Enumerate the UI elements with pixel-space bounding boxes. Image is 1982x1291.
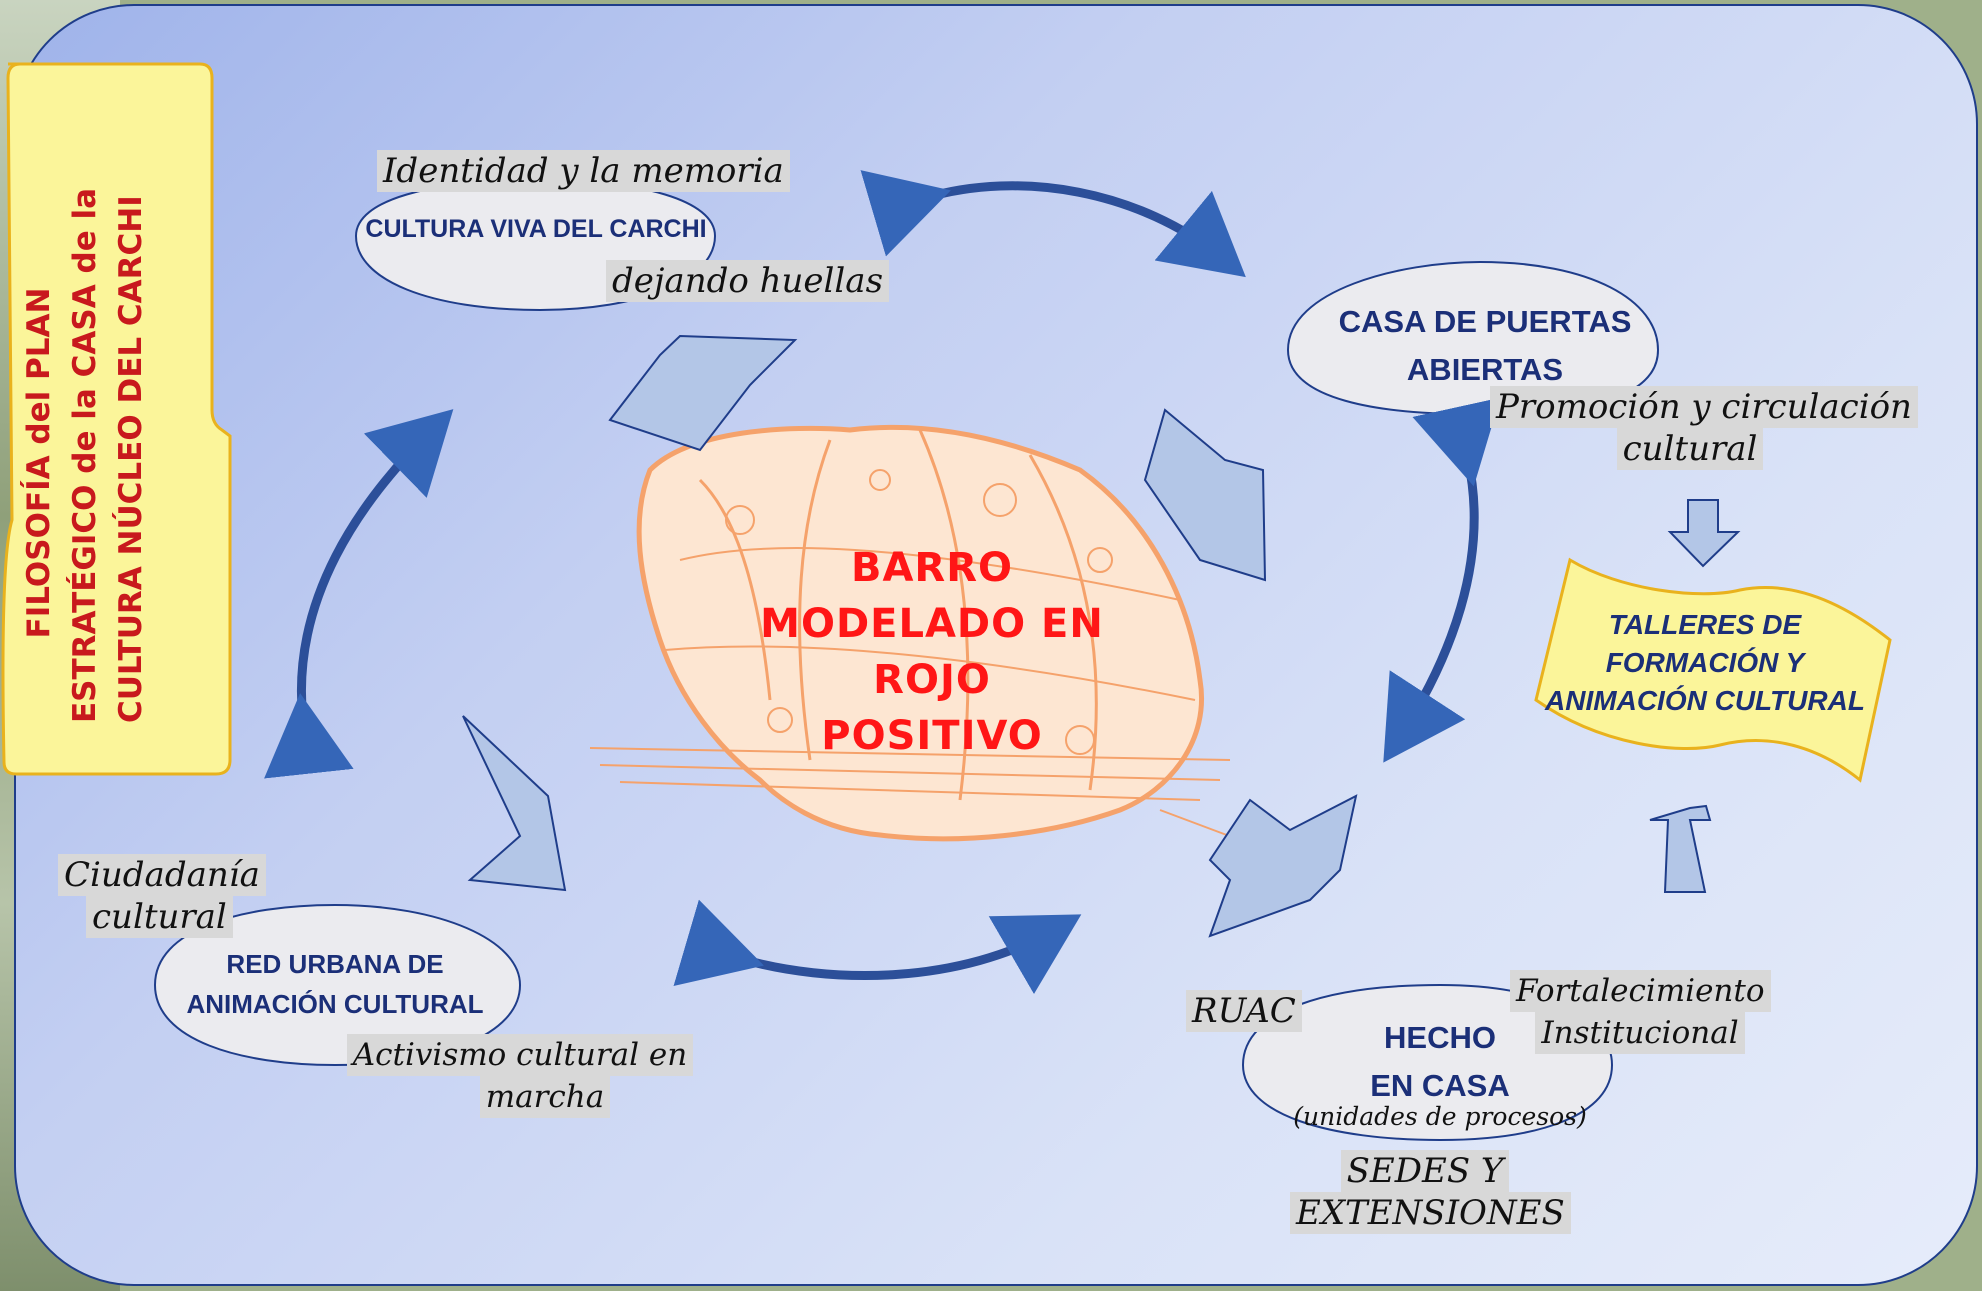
node-title-casa-line-1: CASA DE PUERTAS [1338, 304, 1632, 339]
center-line-4: POSITIVO [821, 713, 1043, 759]
side-banner-line-1: FILOSOFÍA del PLAN [21, 287, 57, 639]
small-arrow-up [1649, 804, 1712, 893]
cycle-arrow-right [1383, 397, 1501, 763]
tag-fortalecimiento: Fortalecimiento Institucional [1510, 970, 1771, 1054]
center-line-1: BARRO [850, 545, 1014, 591]
talleres-line-3: ANIMACIÓN CULTURAL [1545, 685, 1865, 716]
node-title-casa-puertas: CASA DE PUERTAS ABIERTAS [1310, 298, 1660, 394]
tag-ciudadania-line-1: Ciudadanía [58, 854, 266, 896]
tag-sedes-line-2: EXTENSIONES [1290, 1192, 1571, 1234]
side-banner-text: FILOSOFÍA del PLAN ESTRATÉGICO de la CAS… [16, 187, 154, 723]
tag-ciudadania: Ciudadanía cultural [58, 854, 298, 938]
tag-sedes-line-1: SEDES Y [1340, 1150, 1510, 1192]
side-banner-shape [1, 62, 232, 776]
node-subtitle-hecho: (unidades de procesos) [1293, 1102, 1587, 1131]
node-title-hecho-line-2: EN CASA [1370, 1068, 1510, 1103]
node-title-hecho-casa: HECHO EN CASA [1300, 1014, 1580, 1110]
side-banner-line-3: CULTURA NÚCLEO DEL CARCHI [113, 195, 149, 723]
block-arrows [462, 334, 1358, 938]
tag-promocion-line-1: Promoción y circulación [1490, 386, 1918, 428]
small-arrow-down [1667, 499, 1741, 568]
talleres-text: TALLERES DE FORMACIÓN Y ANIMACIÓN CULTUR… [1540, 606, 1870, 720]
tag-activismo: Activismo cultural en marcha [340, 1034, 700, 1118]
block-arrow-up-right [1143, 408, 1267, 582]
talleres-line-1: TALLERES DE [1608, 609, 1802, 640]
talleres-banner-shape [1534, 557, 1892, 783]
center-line-2: MODELADO EN [760, 601, 1104, 647]
clay-stone-illustration [589, 424, 1241, 842]
center-line-3: ROJO [873, 657, 991, 703]
tag-identidad: Identidad y la memoria [377, 150, 790, 192]
block-arrow-down-left [462, 715, 567, 892]
node-title-hecho-line-1: HECHO [1384, 1020, 1496, 1055]
tag-ruac: RUAC [1186, 990, 1302, 1032]
tag-fortalecimiento-line-2: Institucional [1535, 1012, 1745, 1054]
tag-activismo-line-1: Activismo cultural en [346, 1034, 694, 1076]
cycle-arrow-bottom [673, 899, 1082, 995]
tag-fortalecimiento-line-1: Fortalecimiento [1510, 970, 1771, 1012]
node-title-red-line-2: ANIMACIÓN CULTURAL [186, 989, 484, 1019]
node-title-cultura-viva: CULTURA VIVA DEL CARCHI [365, 215, 707, 243]
node-title-red-line-1: RED URBANA DE [226, 949, 444, 979]
side-banner-line-2: ESTRATÉGICO de la CASA de la [67, 187, 103, 723]
center-title: BARRO MODELADO EN ROJO POSITIVO [752, 540, 1112, 764]
tag-ciudadania-line-2: cultural [86, 896, 233, 938]
tag-activismo-line-2: marcha [479, 1076, 611, 1118]
node-title-red-urbana: RED URBANA DE ANIMACIÓN CULTURAL [165, 944, 505, 1024]
node-shape-red-urbana [153, 903, 522, 1067]
talleres-line-2: FORMACIÓN Y [1605, 647, 1805, 678]
tag-sedes: SEDES Y EXTENSIONES [1290, 1150, 1571, 1234]
block-arrow-down-right [1208, 794, 1358, 938]
tag-promocion: Promoción y circulación cultural [1490, 386, 1918, 470]
node-shape-hecho-casa [1241, 983, 1614, 1142]
node-title-casa-line-2: ABIERTAS [1406, 352, 1564, 387]
cycle-arrow-top [860, 170, 1246, 278]
tag-dejando-huellas: dejando huellas [606, 260, 890, 302]
cycle-arrow-left [264, 409, 454, 779]
block-arrow-up-left [608, 334, 798, 452]
tag-promocion-line-2: cultural [1616, 428, 1764, 470]
